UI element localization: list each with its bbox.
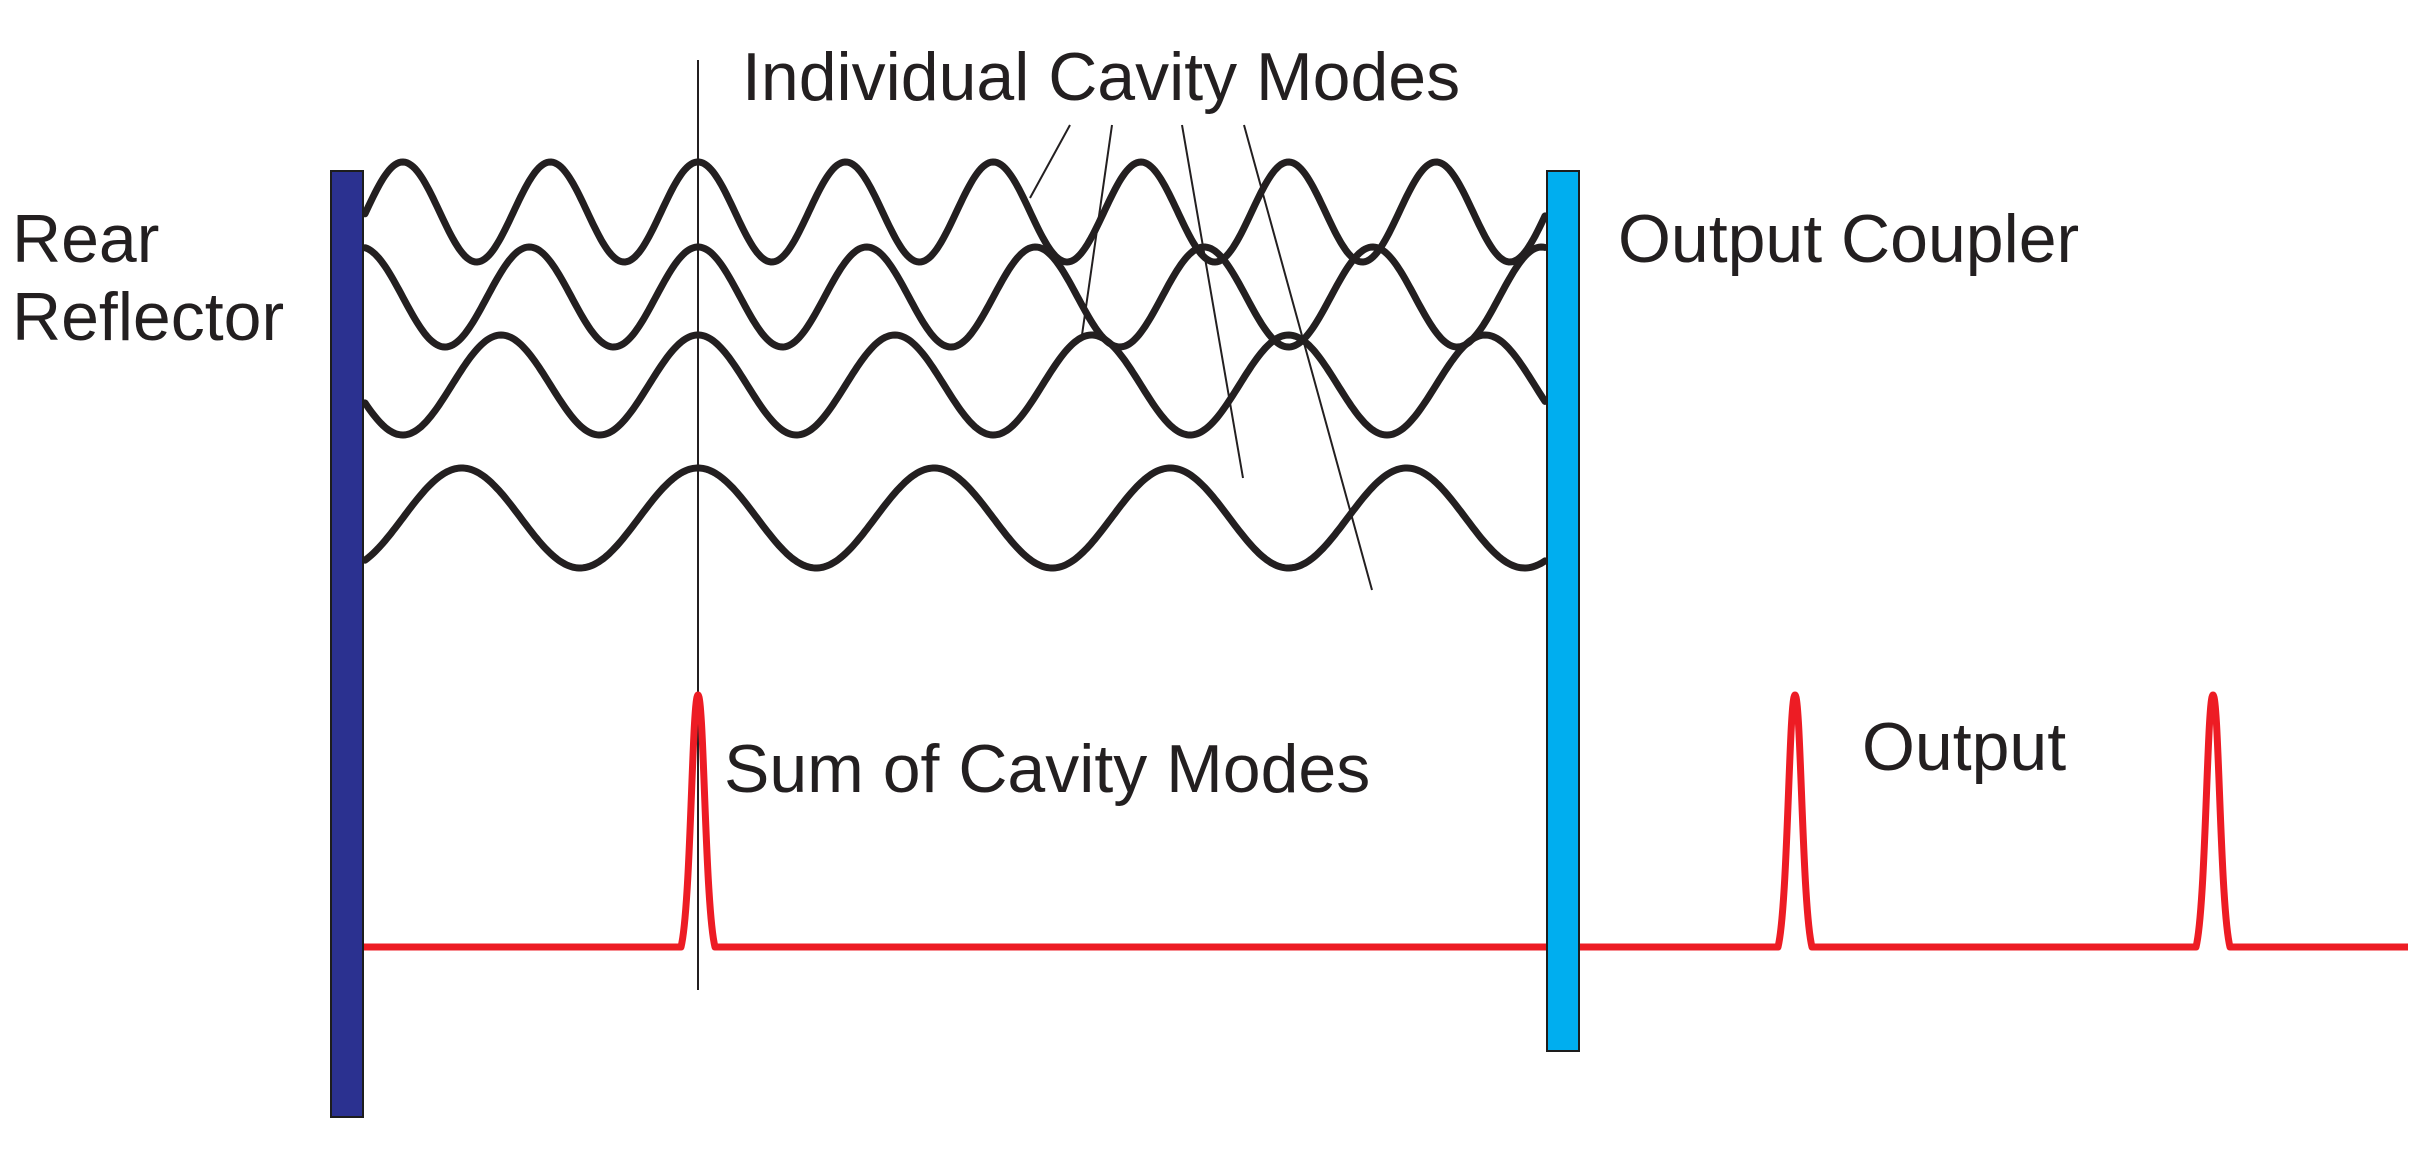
individual-cavity-modes-label: Individual Cavity Modes [742,39,1461,115]
sum-of-cavity-modes-label: Sum of Cavity Modes [724,731,1371,807]
cavity-mode-wave-4 [361,464,1549,572]
rear-reflector-label-line2: Reflector [12,279,285,356]
cavity-mode-wave-2 [361,243,1549,351]
output-coupler-mirror [1546,170,1580,1052]
rear-reflector-mirror [330,170,364,1118]
pulse-train [363,691,2408,951]
rear-reflector-label-line1: Rear [12,201,160,277]
rear-reflector-label: Rear Reflector [12,200,284,356]
leader-line-3 [1181,124,1244,479]
leader-line-4 [1243,124,1373,591]
output-label: Output [1862,709,2067,785]
output-coupler-label: Output Coupler [1618,201,2080,277]
leader-line-1 [1029,124,1071,199]
leader-line-2 [1081,124,1113,336]
cavity-mode-wave-3 [361,331,1549,439]
cavity-mode-wave-1 [361,158,1549,266]
